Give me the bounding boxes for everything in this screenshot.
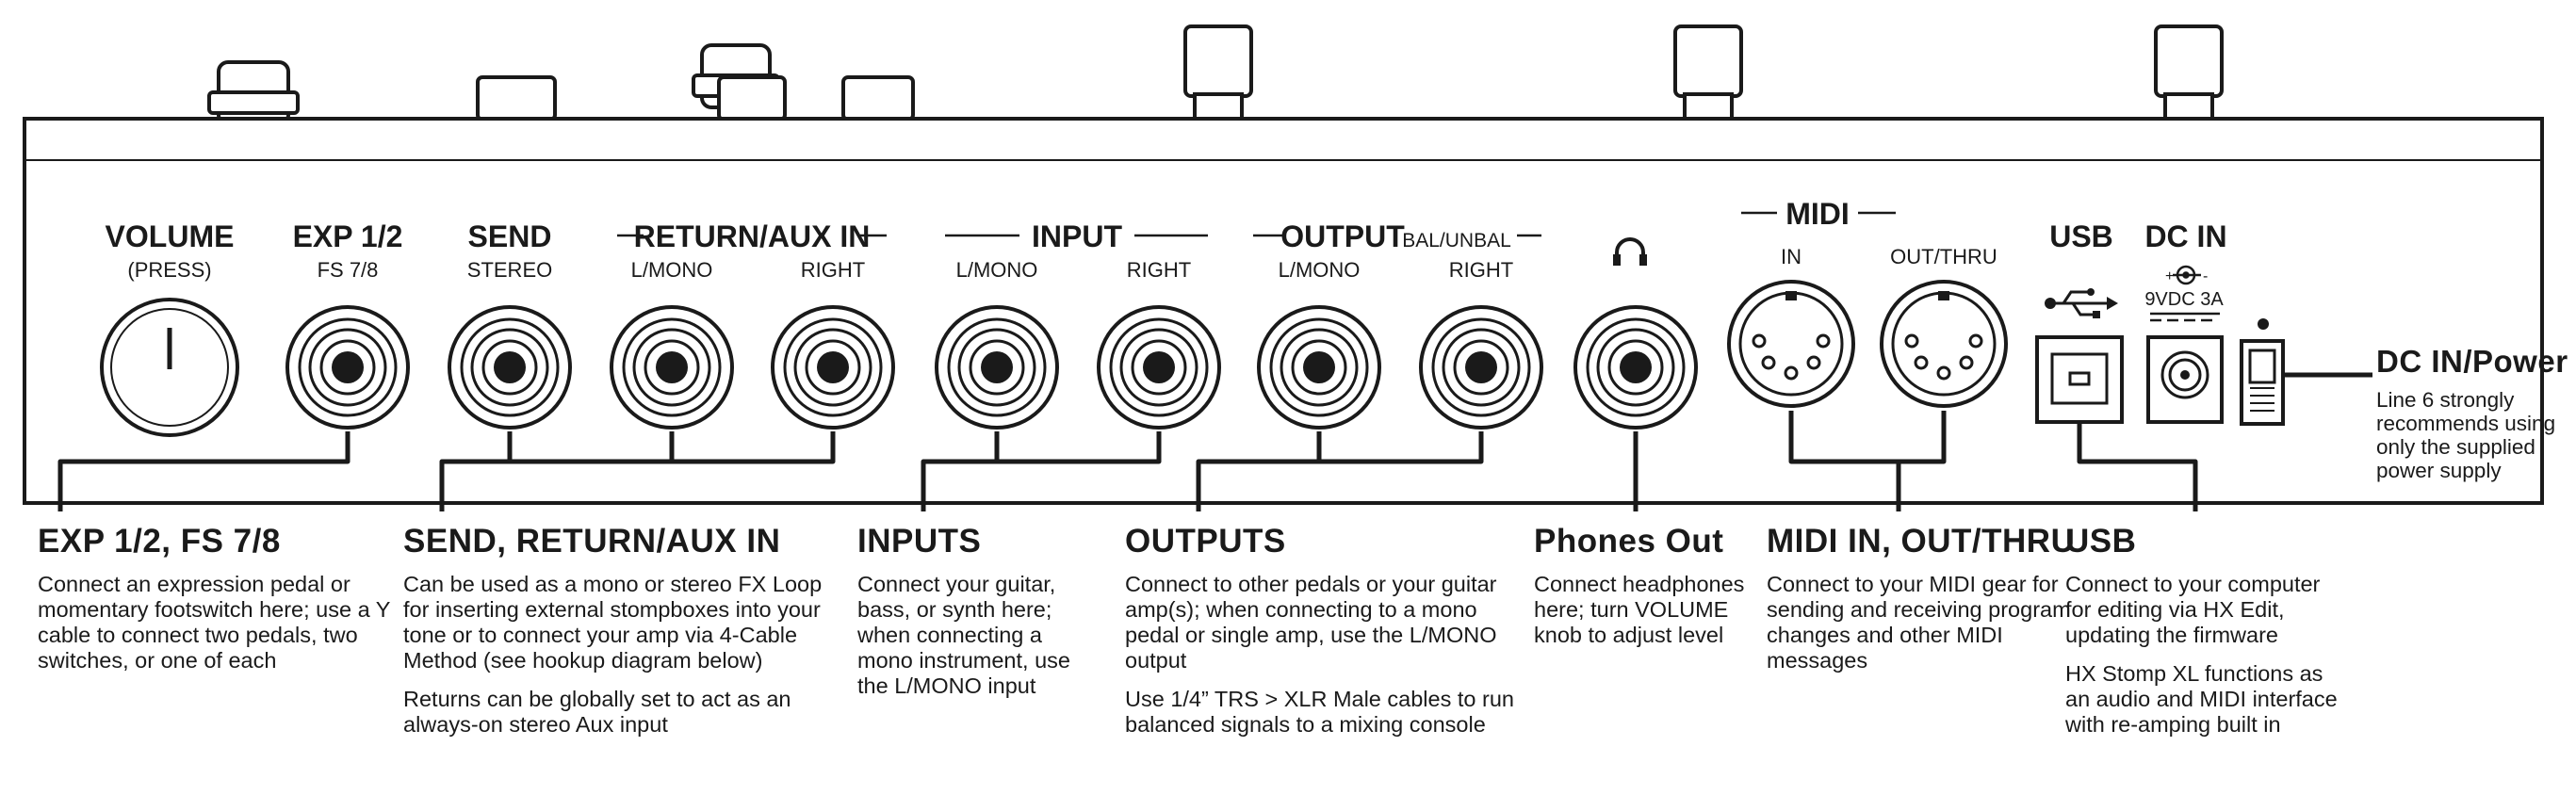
exp-label: EXP 1/2 <box>293 219 403 253</box>
annotation-exp-body-1: Connect an expression pedal or momentary… <box>38 572 391 673</box>
callout-outputs <box>1196 431 1484 511</box>
annotation-dc-power-title: DC IN/Power <box>2376 344 2568 379</box>
annotation-outputs-body-2: Use 1/4” TRS > XLR Male cables to run ba… <box>1125 687 1514 737</box>
annotation-dc-power: DC IN/Power Line 6 strongly recommends u… <box>2376 343 2568 495</box>
output-left-label: L/MONO <box>1279 258 1361 282</box>
footswitch-6 <box>2154 24 2224 122</box>
annotation-send-return-body-2: Returns can be globally set to act as an… <box>403 687 791 737</box>
annotation-inputs-body-1: Connect your guitar, bass, or synth here… <box>857 572 1070 698</box>
midi-in-connector <box>1727 280 1855 408</box>
usb-symbol-icon <box>2045 288 2118 318</box>
callout-lines <box>57 372 2372 511</box>
volume-sub-label: (PRESS) <box>127 258 211 282</box>
footswitch-tops <box>207 24 2224 126</box>
annotation-exp: EXP 1/2, FS 7/8 Connect an expression pe… <box>38 523 405 687</box>
annotation-phones-title: Phones Out <box>1534 523 1724 560</box>
footswitch-right-top <box>841 75 915 122</box>
return-label: RETURN/AUX IN <box>634 219 871 253</box>
dcin-rating-label: 9VDC 3A <box>2144 289 2224 310</box>
jack-return-right <box>771 305 895 430</box>
send-label: SEND <box>468 219 552 253</box>
callout-inputs <box>921 431 1162 511</box>
send-sub-label: STEREO <box>467 258 552 282</box>
output-right-label: RIGHT <box>1449 258 1513 282</box>
annotation-midi-title: MIDI IN, OUT/THRU <box>1767 523 2076 560</box>
footswitch-center-top <box>717 75 787 122</box>
footswitch-left-top <box>476 75 557 122</box>
annotation-outputs: OUTPUTS Connect to other pedals or your … <box>1125 523 1521 751</box>
jack-input-left <box>935 305 1059 430</box>
dcin-label: DC IN <box>2144 219 2226 253</box>
jack-output-right <box>1419 305 1543 430</box>
jack-exp <box>285 305 410 430</box>
annotation-usb: USB Connect to your computer for editing… <box>2065 523 2339 751</box>
callout-send-return <box>439 431 836 511</box>
midi-label: MIDI <box>1785 197 1850 231</box>
jack-input-right <box>1097 305 1221 430</box>
midi-out-label: OUT/THRU <box>1890 245 1997 268</box>
knob-cap-left <box>207 60 300 126</box>
input-right-label: RIGHT <box>1127 258 1191 282</box>
usb-port <box>2035 335 2124 424</box>
annotation-send-return-title: SEND, RETURN/AUX IN <box>403 523 781 560</box>
svg-text:+: + <box>2165 268 2174 284</box>
annotation-inputs-title: INPUTS <box>857 523 982 560</box>
annotation-phones: Phones Out Connect headphones here; turn… <box>1534 523 1751 661</box>
input-left-label: L/MONO <box>956 258 1038 282</box>
dc-symbol-icon <box>2150 312 2220 322</box>
callout-usb <box>2077 422 2198 511</box>
power-switch <box>2240 318 2285 426</box>
output-suffix-label: BAL/UNBAL <box>1402 230 1511 251</box>
dc-power-jack <box>2146 335 2224 424</box>
annotation-outputs-body-1: Connect to other pedals or your guitar a… <box>1125 572 1497 673</box>
jack-output-left <box>1257 305 1381 430</box>
headphones-icon <box>1613 237 1647 266</box>
callout-exp <box>57 431 351 511</box>
midi-out-connector <box>1880 280 2008 408</box>
annotation-exp-title: EXP 1/2, FS 7/8 <box>38 523 281 560</box>
footswitch-5 <box>1673 24 1743 122</box>
callout-midi-bracket <box>1788 411 1947 464</box>
annotation-usb-title: USB <box>2065 523 2137 560</box>
annotation-midi-body-1: Connect to your MIDI gear for sending an… <box>1767 572 2071 673</box>
annotation-phones-body-1: Connect headphones here; turn VOLUME kno… <box>1534 572 1745 647</box>
annotation-outputs-title: OUTPUTS <box>1125 523 1286 560</box>
return-left-label: L/MONO <box>631 258 713 282</box>
jack-return-left <box>610 305 734 430</box>
volume-label: VOLUME <box>106 219 235 253</box>
annotation-midi: MIDI IN, OUT/THRU Connect to your MIDI g… <box>1767 523 2078 687</box>
output-label: OUTPUT <box>1280 219 1405 253</box>
jack-send <box>448 305 572 430</box>
group-brackets <box>617 211 1896 237</box>
annotation-dc-power-body-1: Line 6 strongly recommends using only th… <box>2376 388 2556 482</box>
polarity-icon: + - <box>2165 265 2208 285</box>
annotation-usb-body-2: HX Stomp XL functions as an audio and MI… <box>2065 661 2338 737</box>
volume-knob <box>100 298 239 437</box>
annotation-send-return: SEND, RETURN/AUX IN Can be used as a mon… <box>403 523 827 751</box>
svg-text:-: - <box>2203 268 2208 284</box>
jack-phones <box>1573 305 1698 430</box>
chassis <box>23 117 2544 505</box>
footswitch-4 <box>1183 24 1253 122</box>
annotation-inputs: INPUTS Connect your guitar, bass, or syn… <box>857 523 1093 712</box>
annotation-usb-body-1: Connect to your computer for editing via… <box>2065 572 2321 647</box>
return-right-label: RIGHT <box>801 258 865 282</box>
exp-sub-label: FS 7/8 <box>318 258 379 282</box>
usb-label: USB <box>2049 219 2113 253</box>
midi-in-label: IN <box>1781 245 1802 268</box>
annotation-send-return-body-1: Can be used as a mono or stereo FX Loop … <box>403 572 823 673</box>
input-label: INPUT <box>1032 219 1122 253</box>
